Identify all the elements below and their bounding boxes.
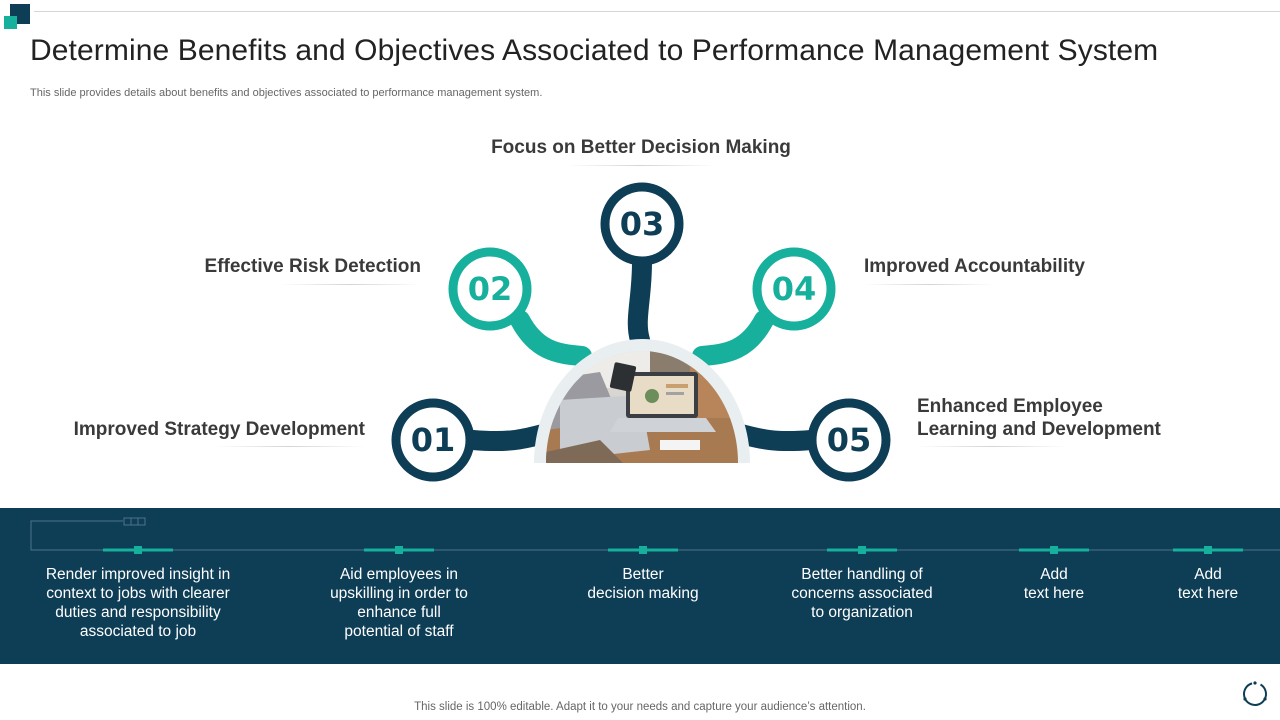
timeline-marker-3	[608, 546, 678, 554]
node-label-05-underline	[917, 446, 1067, 447]
node-label-05-line2: Learning and Development	[917, 418, 1161, 441]
node-label-01: Improved Strategy Development	[74, 418, 365, 441]
band-item-4: Better handling of concerns associated t…	[762, 565, 962, 622]
band-item-2-line: upskilling in order to	[294, 584, 504, 603]
connector-03	[638, 262, 642, 340]
band-item-2: Aid employees in upskilling in order to …	[294, 565, 504, 641]
band-item-1: Render improved insight in context to jo…	[28, 565, 248, 641]
footer-note: This slide is 100% editable. Adapt it to…	[0, 701, 1280, 713]
timeline-marker-1	[103, 546, 173, 554]
band-item-1-line: Render improved insight in	[28, 565, 248, 584]
node-number-05: 05	[809, 420, 889, 460]
refresh-icon[interactable]	[1240, 679, 1270, 709]
band-item-3-line: Better	[548, 565, 738, 584]
node-number-04: 04	[754, 269, 834, 309]
band-item-2-line: Aid employees in	[294, 565, 504, 584]
node-label-05: Enhanced Employee Learning and Developme…	[917, 395, 1161, 441]
timeline-marker-2	[364, 546, 434, 554]
node-number-02: 02	[450, 269, 530, 309]
band-item-4-line: concerns associated	[762, 584, 962, 603]
timeline-marker-4	[827, 546, 897, 554]
band-item-1-line: context to jobs with clearer	[28, 584, 248, 603]
node-number-03: 03	[602, 204, 682, 244]
node-number-01: 01	[393, 420, 473, 460]
band-timeline	[0, 508, 1280, 568]
band-item-4-line: Better handling of	[762, 565, 962, 584]
band-item-3-line: decision making	[548, 584, 738, 603]
node-label-04: Improved Accountability	[864, 255, 1085, 278]
band-item-1-line: associated to job	[28, 622, 248, 641]
node-label-05-line1: Enhanced Employee	[917, 395, 1161, 418]
connector-02	[520, 320, 582, 356]
band-item-1-line: duties and responsibility	[28, 603, 248, 622]
band-item-5-line: Add	[994, 565, 1114, 584]
band-item-3: Better decision making	[548, 565, 738, 603]
band-item-6-line: text here	[1148, 584, 1268, 603]
band-item-6: Add text here	[1148, 565, 1268, 603]
band-item-2-line: potential of staff	[294, 622, 504, 641]
band-item-5: Add text here	[994, 565, 1114, 603]
node-label-02-underline	[280, 284, 421, 285]
band-item-2-line: enhance full	[294, 603, 504, 622]
node-label-01-underline	[215, 446, 365, 447]
band-item-6-line: Add	[1148, 565, 1268, 584]
node-label-03-underline	[566, 165, 716, 166]
band-item-5-line: text here	[994, 584, 1114, 603]
timeline-marker-6	[1173, 546, 1243, 554]
node-label-03: Focus on Better Decision Making	[440, 136, 842, 159]
node-label-02: Effective Risk Detection	[205, 255, 421, 278]
node-label-04-underline	[864, 284, 994, 285]
band-item-4-line: to organization	[762, 603, 962, 622]
timeline-marker-5	[1019, 546, 1089, 554]
connector-04	[702, 320, 764, 356]
